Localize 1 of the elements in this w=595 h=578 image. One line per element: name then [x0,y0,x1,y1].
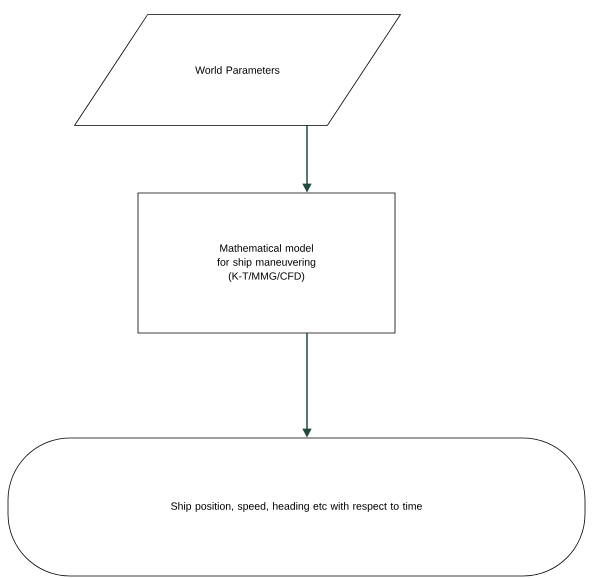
process-box: Mathematical model for ship maneuvering (K-T/MMG/CFD) [138,192,396,334]
